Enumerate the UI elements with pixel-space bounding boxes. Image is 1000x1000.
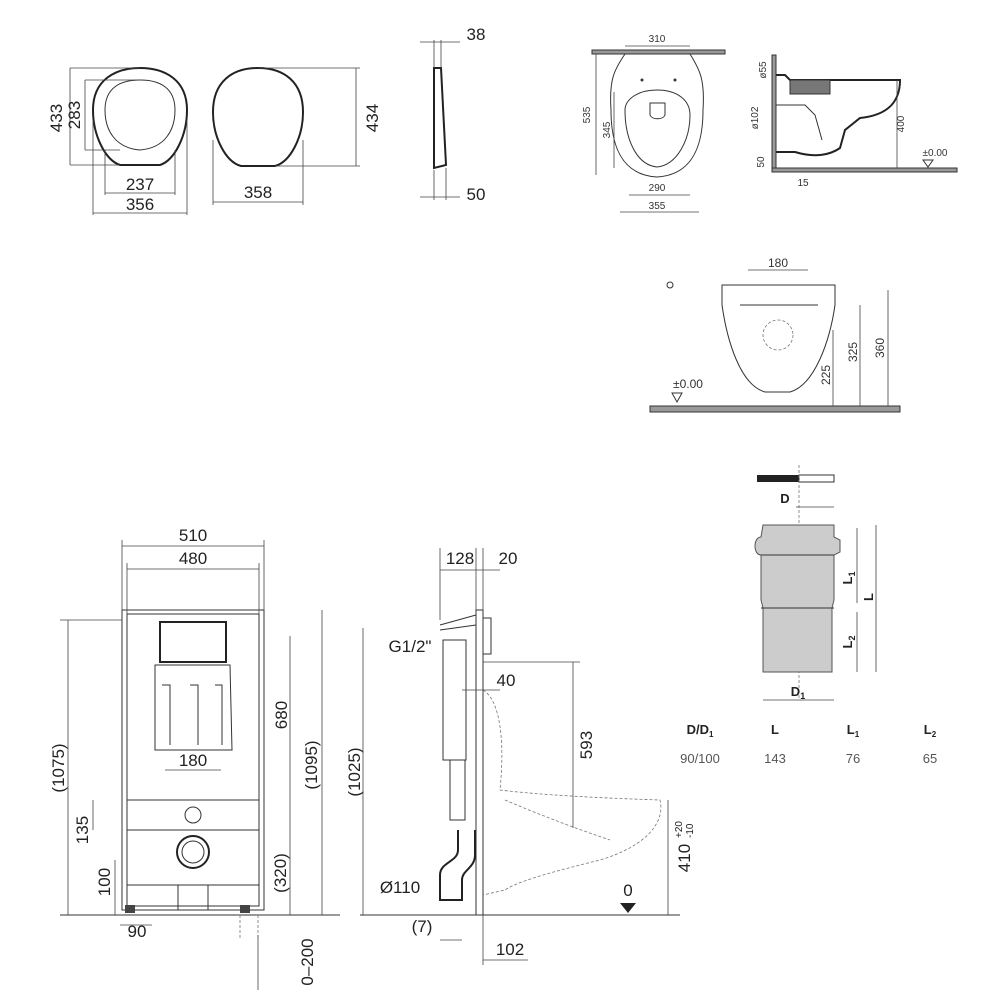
front-height-225: 225 (819, 365, 833, 385)
seat-inner-width: 237 (126, 175, 154, 194)
pipe-label-d1: D1 (791, 684, 805, 701)
inlet-diameter: ø55 (758, 61, 769, 79)
seat-length: 345 (602, 121, 613, 138)
seat-cover-drawing: 358 434 (211, 66, 382, 205)
frame-total-height: (1075) (49, 743, 68, 792)
frame-height-680: 680 (272, 701, 291, 729)
floor-zero: 0 (623, 881, 632, 900)
bowl-width: 355 (649, 201, 666, 212)
outlet-height: 50 (756, 156, 767, 168)
tolerance-minus: -10 (685, 823, 696, 838)
tolerance-plus: +20 (674, 821, 685, 838)
front-height-360: 360 (873, 338, 887, 358)
side-offset-40: 40 (497, 671, 516, 690)
seat-side-drawing: 38 50 (420, 25, 485, 204)
seat-side-bottom: 50 (467, 185, 486, 204)
side-depth-128: 128 (446, 549, 474, 568)
bowl-front-view: 180 225 325 360 ±0.00 (649, 256, 901, 413)
frame-height-1095: (1095) (302, 740, 321, 789)
side-height-410: 410 (675, 844, 694, 872)
bowl-height: 400 (896, 115, 907, 132)
frame-adjust: 0–200 (298, 938, 317, 985)
side-depth-20: 20 (499, 549, 518, 568)
seat-inner-height: 283 (65, 101, 84, 129)
frame-height-320: (320) (271, 853, 290, 893)
wall-offset: 15 (797, 178, 809, 189)
side-gap: (7) (412, 917, 433, 936)
table-header: D/D1 (687, 722, 714, 739)
table-header: L (771, 722, 779, 737)
frame-front-view: 510 480 (1075) 680 (1095) 180 135 100 (3… (49, 526, 340, 990)
seat-outer-height: 433 (47, 104, 66, 132)
level-mark: ±0.00 (923, 148, 948, 159)
pipe-label-d: D (780, 491, 789, 506)
frame-inner-width: 480 (179, 549, 207, 568)
cover-height: 434 (363, 104, 382, 132)
seat-outer-width: 356 (126, 195, 154, 214)
table-header: L2 (924, 722, 937, 739)
seat-open-drawing: 433 283 237 356 (47, 66, 189, 215)
seat-side-top: 38 (467, 25, 486, 44)
table-cell: 143 (764, 751, 786, 766)
bowl-length: 535 (582, 106, 593, 123)
side-height-593: 593 (577, 731, 596, 759)
frame-foot: 90 (128, 922, 147, 941)
pipe-label-l2: L2 (840, 636, 857, 649)
seat-width: 290 (649, 183, 666, 194)
bowl-top-view: 310 535 345 290 355 (582, 34, 726, 213)
frame-spacing: 180 (179, 751, 207, 770)
table-header: L1 (847, 722, 860, 739)
frame-height-135: 135 (73, 816, 92, 844)
pipe-connector-drawing: D L1 L L2 D1 (754, 465, 877, 701)
side-width-102: 102 (496, 940, 524, 959)
frame-height-100: 100 (95, 868, 114, 896)
pipe-label-l1: L1 (840, 572, 857, 585)
front-level-mark: ±0.00 (673, 377, 703, 391)
top-width: 310 (649, 34, 666, 45)
pipe-dimension-table: D/D1 L L1 L2 90/100 143 76 65 (680, 722, 937, 766)
frame-outer-width: 510 (179, 526, 207, 545)
pipe-label-l: L (861, 593, 876, 601)
bowl-side-view: ø55 ø102 50 15 400 ±0.00 (750, 54, 958, 189)
drain-diameter: Ø110 (380, 878, 420, 897)
cover-width: 358 (244, 183, 272, 202)
side-height-1025: (1025) (345, 747, 364, 796)
front-width: 180 (768, 256, 788, 270)
table-cell: 76 (846, 751, 860, 766)
table-cell: 65 (923, 751, 937, 766)
outlet-diameter: ø102 (750, 106, 761, 129)
frame-side-view: 128 20 G1/2" 40 593 (1025) Ø110 0 410 +2… (345, 548, 696, 965)
water-inlet-label: G1/2" (389, 637, 432, 656)
front-height-325: 325 (846, 342, 860, 362)
table-cell: 90/100 (680, 751, 720, 766)
